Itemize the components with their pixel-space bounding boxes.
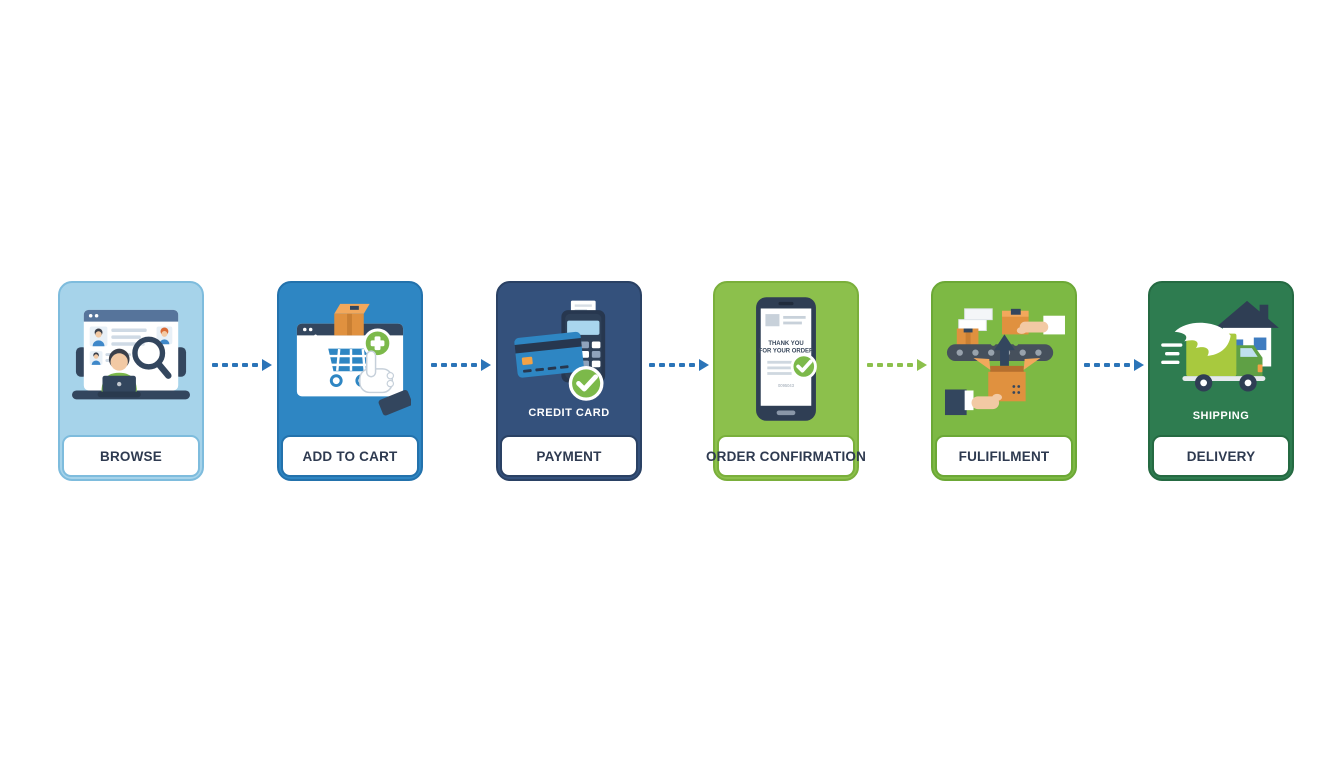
- text-line: [783, 315, 806, 319]
- arrowhead-icon: [917, 359, 927, 371]
- open-box-icon: [973, 358, 1041, 402]
- connector-arrow-5: [1084, 359, 1144, 371]
- thank-you-line-2: FOR YOUR ORDER: [759, 348, 814, 354]
- step-card-delivery: SHIPPING DELIVERY: [1148, 281, 1294, 481]
- connector-arrow-3: [649, 359, 709, 371]
- up-arrow-icon: [990, 334, 1019, 366]
- check-badge-icon: [790, 353, 817, 380]
- step-label-order-confirmation: ORDER CONFIRMATION: [706, 435, 866, 477]
- delivery-truck-house-icon: [1161, 300, 1279, 392]
- step-label-payment: PAYMENT: [500, 435, 638, 477]
- delivery-illustration: SHIPPING: [1150, 283, 1292, 435]
- speed-line: [1161, 342, 1183, 347]
- cart-window-icon: [296, 303, 411, 416]
- small-parcel: [956, 328, 979, 346]
- text-line: [111, 328, 147, 332]
- package-box-icon: [334, 303, 370, 336]
- payment-illustration: CREDIT CARD: [498, 283, 640, 435]
- step-label-text: ADD TO CART: [302, 448, 398, 464]
- credit-card-icon: [514, 331, 584, 378]
- connector-arrow-4: [867, 359, 927, 371]
- step-label-delivery: DELIVERY: [1152, 435, 1290, 477]
- fulfilment-illustration: [933, 283, 1075, 435]
- screen-thumbnail: [765, 314, 780, 327]
- step-label-fulfilment: FULIFILMENT: [935, 435, 1073, 477]
- holding-hand: [944, 389, 1003, 416]
- person-at-laptop: [97, 348, 141, 398]
- arrowhead-icon: [481, 359, 491, 371]
- arrowhead-icon: [262, 359, 272, 371]
- phone-home-button: [776, 410, 796, 416]
- phone-speaker: [778, 301, 794, 306]
- step-label-browse: BROWSE: [62, 435, 200, 477]
- white-box-stack: [958, 308, 993, 331]
- arrowhead-icon: [699, 359, 709, 371]
- arrowhead-icon: [1134, 359, 1144, 371]
- step-card-order-confirmation: THANK YOU FOR YOUR ORDER 0095043 ORDER C…: [706, 281, 866, 481]
- speed-line: [1165, 351, 1180, 355]
- step-label-text: BROWSE: [100, 448, 162, 464]
- step-card-browse: BROWSE: [58, 281, 204, 481]
- browse-illustration: [60, 283, 202, 435]
- conveyor-packing-icon: [944, 308, 1065, 416]
- step-card-fulfilment: FULIFILMENT: [931, 281, 1077, 481]
- hand-cursor-icon: [359, 350, 411, 416]
- check-badge-icon: [568, 365, 604, 401]
- magnifier-icon: [132, 336, 172, 379]
- connector-arrow-1: [212, 359, 272, 371]
- step-label-text: ORDER CONFIRMATION: [705, 448, 867, 464]
- order-code: 0095043: [778, 383, 795, 388]
- step-label-text: PAYMENT: [536, 448, 602, 464]
- order-confirmation-illustration: THANK YOU FOR YOUR ORDER 0095043: [715, 283, 857, 435]
- card-terminal-icon: [514, 300, 606, 401]
- step-card-add-to-cart: ADD TO CART: [277, 281, 423, 481]
- text-line: [767, 372, 792, 375]
- speed-line: [1161, 360, 1180, 364]
- connector-arrow-2: [431, 359, 491, 371]
- profile-card-2: [156, 326, 173, 345]
- text-line: [111, 335, 141, 339]
- add-to-cart-illustration: [279, 283, 421, 435]
- step-label-text: DELIVERY: [1186, 448, 1256, 464]
- profile-card-1: [89, 326, 108, 347]
- step-card-payment: CREDIT CARD PAYMENT: [496, 281, 642, 481]
- picking-hand: [1016, 315, 1065, 335]
- profile-card-3: [89, 351, 103, 365]
- step-label-add-to-cart: ADD TO CART: [281, 435, 419, 477]
- delivery-caption: SHIPPING: [1192, 409, 1250, 422]
- text-line: [767, 360, 805, 364]
- smartphone-icon: THANK YOU FOR YOUR ORDER 0095043: [756, 297, 817, 421]
- winged-truck-icon: [1174, 322, 1266, 392]
- text-line: [783, 321, 802, 325]
- shopping-cart-icon: [313, 334, 378, 388]
- add-plus-badge-icon: [362, 328, 393, 359]
- browse-monitor-icon: [72, 309, 190, 400]
- wing-icon: [1174, 322, 1231, 356]
- step-label-text: FULIFILMENT: [958, 448, 1050, 464]
- payment-caption: CREDIT CARD: [528, 406, 610, 419]
- thank-you-line-1: THANK YOU: [768, 341, 803, 347]
- text-line: [767, 366, 801, 370]
